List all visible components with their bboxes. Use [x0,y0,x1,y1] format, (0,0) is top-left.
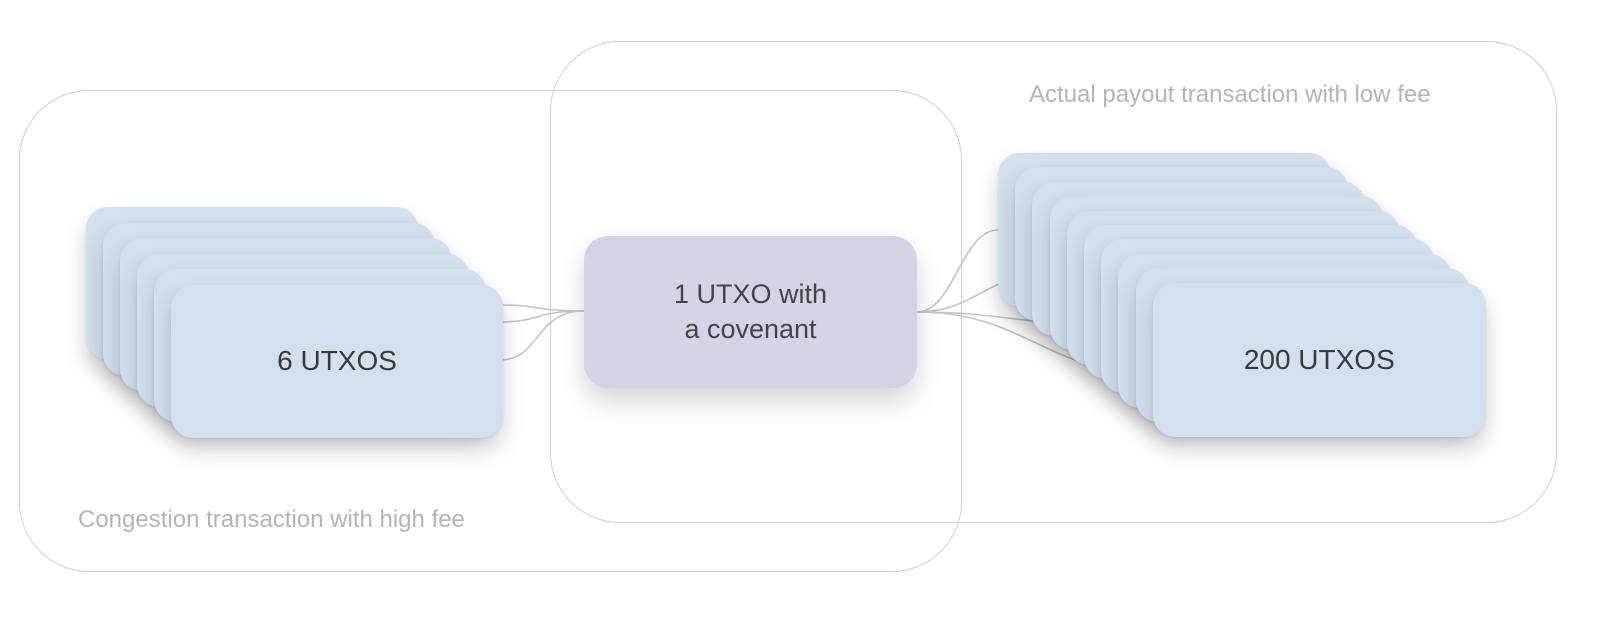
payout-transaction-group [550,41,1557,523]
input-utxo-label: 6 UTXOS [277,345,397,376]
input-connector-2 [499,310,585,361]
covenant-utxo-label: 1 UTXO with a covenant [673,279,828,344]
congestion-transaction-label: Congestion transaction with high fee [78,506,465,533]
input-connector-0 [499,304,585,312]
congestion-transaction-group [19,90,962,572]
input-connector-1 [499,310,585,323]
output-utxo-front-card: 200 UTXOS [1152,282,1486,437]
covenant-utxo-card: 1 UTXO with a covenant [584,236,917,388]
output-utxo-label: 200 UTXOS [1243,343,1395,375]
payout-transaction-label: Actual payout transaction with low fee [1029,81,1431,108]
input-utxo-front-card: 6 UTXOS [171,284,503,438]
output-connector-0 [916,229,999,313]
